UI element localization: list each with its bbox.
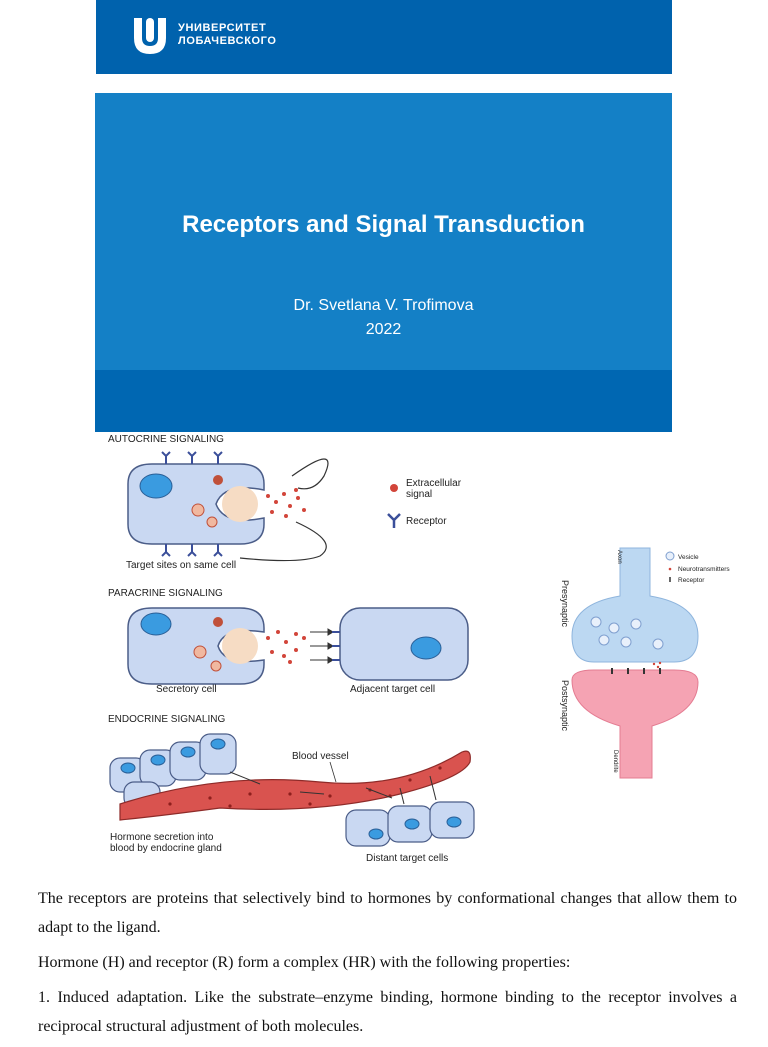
paracrine-title: PARACRINE SIGNALING: [108, 588, 223, 599]
postsynaptic-label: Postsynaptic: [560, 680, 570, 732]
paragraph-3: 1. Induced adaptation. Like the substrat…: [38, 989, 737, 1035]
blood-vessel: [119, 750, 471, 821]
body-text: The receptors are proteins that selectiv…: [38, 884, 737, 1047]
adjacent-target-label: Adjacent target cell: [350, 684, 435, 695]
vesicle-legend-icon: [665, 551, 675, 561]
receptor-legend-icon: [387, 513, 401, 528]
autocrine-signal-dots: [266, 488, 306, 518]
neurotransmitter-dots: [652, 661, 662, 669]
autocrine-arrow-bottom: [239, 521, 327, 562]
university-logo-text: УНИВЕРСИТЕТ ЛОБАЧЕВСКОГО: [178, 22, 277, 48]
endocrine-arrows: [229, 771, 437, 805]
legend-receptor: Receptor: [406, 516, 447, 527]
legend-signal-line1: Extracellular: [406, 478, 462, 489]
blood-vessel-pointer: [329, 761, 337, 783]
postsynaptic-terminal: [571, 669, 699, 779]
slide-title: Receptors and Signal Transduction: [182, 211, 585, 238]
postsynaptic-receptors: [611, 668, 661, 674]
legend-vesicle: Vesicle: [678, 554, 699, 561]
university-logo-icon: [134, 18, 166, 54]
legend-signal-line2: signal: [406, 489, 432, 500]
dendrite-label: Dendrite: [612, 750, 618, 773]
autocrine-title: AUTOCRINE SIGNALING: [108, 434, 224, 445]
autocrine-arrow-top: [291, 458, 329, 490]
legend-neurotransmitters: Neurotransmitters: [678, 566, 730, 573]
autocrine-receptors: [161, 451, 223, 557]
hormone-secretion-line2: blood by endocrine gland: [110, 843, 222, 854]
paragraph-2: Hormone (H) and receptor (R) form a comp…: [38, 954, 571, 971]
synapse-figure: Presynaptic Postsynaptic Axon Dendrite V…: [560, 547, 730, 779]
endocrine-nuclei: [120, 738, 226, 774]
title-slide: Receptors and Signal Transduction Dr. Sv…: [95, 93, 672, 432]
logo-line-1: УНИВЕРСИТЕТ: [178, 22, 267, 34]
synaptic-vesicles: [590, 616, 664, 650]
presynaptic-label: Presynaptic: [560, 580, 570, 628]
distant-target-label: Distant target cells: [366, 853, 448, 864]
hormone-secretion-line1: Hormone secretion into: [110, 832, 214, 843]
secretory-cell: [127, 607, 265, 685]
autocrine-caption: Target sites on same cell: [126, 560, 236, 571]
adjacent-target-cell: [332, 607, 469, 681]
distant-target-nuclei: [368, 816, 462, 840]
endocrine-title: ENDOCRINE SIGNALING: [108, 714, 225, 725]
signal-legend-icon: [390, 484, 398, 492]
slide-footer-band: [95, 370, 672, 432]
university-header-banner: УНИВЕРСИТЕТ ЛОБАЧЕВСКОГО: [96, 0, 672, 74]
slide-author: Dr. Svetlana V. Trofimova: [293, 297, 474, 314]
autocrine-cell: [127, 463, 265, 545]
signaling-types-figure: AUTOCRINE SIGNALING Target sites on same…: [108, 434, 475, 864]
endocrine-gland-cells: [109, 733, 237, 809]
presynaptic-terminal: [571, 547, 699, 663]
neurotransmitter-legend-icon: [668, 567, 672, 571]
secretory-cell-label: Secretory cell: [156, 684, 217, 695]
legend-synapse-receptor: Receptor: [678, 577, 705, 584]
slide-year: 2022: [365, 321, 402, 338]
paracrine-signal-dots: [266, 630, 306, 664]
axon-label: Axon: [616, 550, 622, 564]
paracrine-arrows: [310, 628, 334, 664]
logo-line-2: ЛОБАЧЕВСКОГО: [178, 35, 277, 47]
paragraph-1: The receptors are proteins that selectiv…: [38, 890, 737, 936]
blood-vessel-label: Blood vessel: [292, 751, 349, 762]
